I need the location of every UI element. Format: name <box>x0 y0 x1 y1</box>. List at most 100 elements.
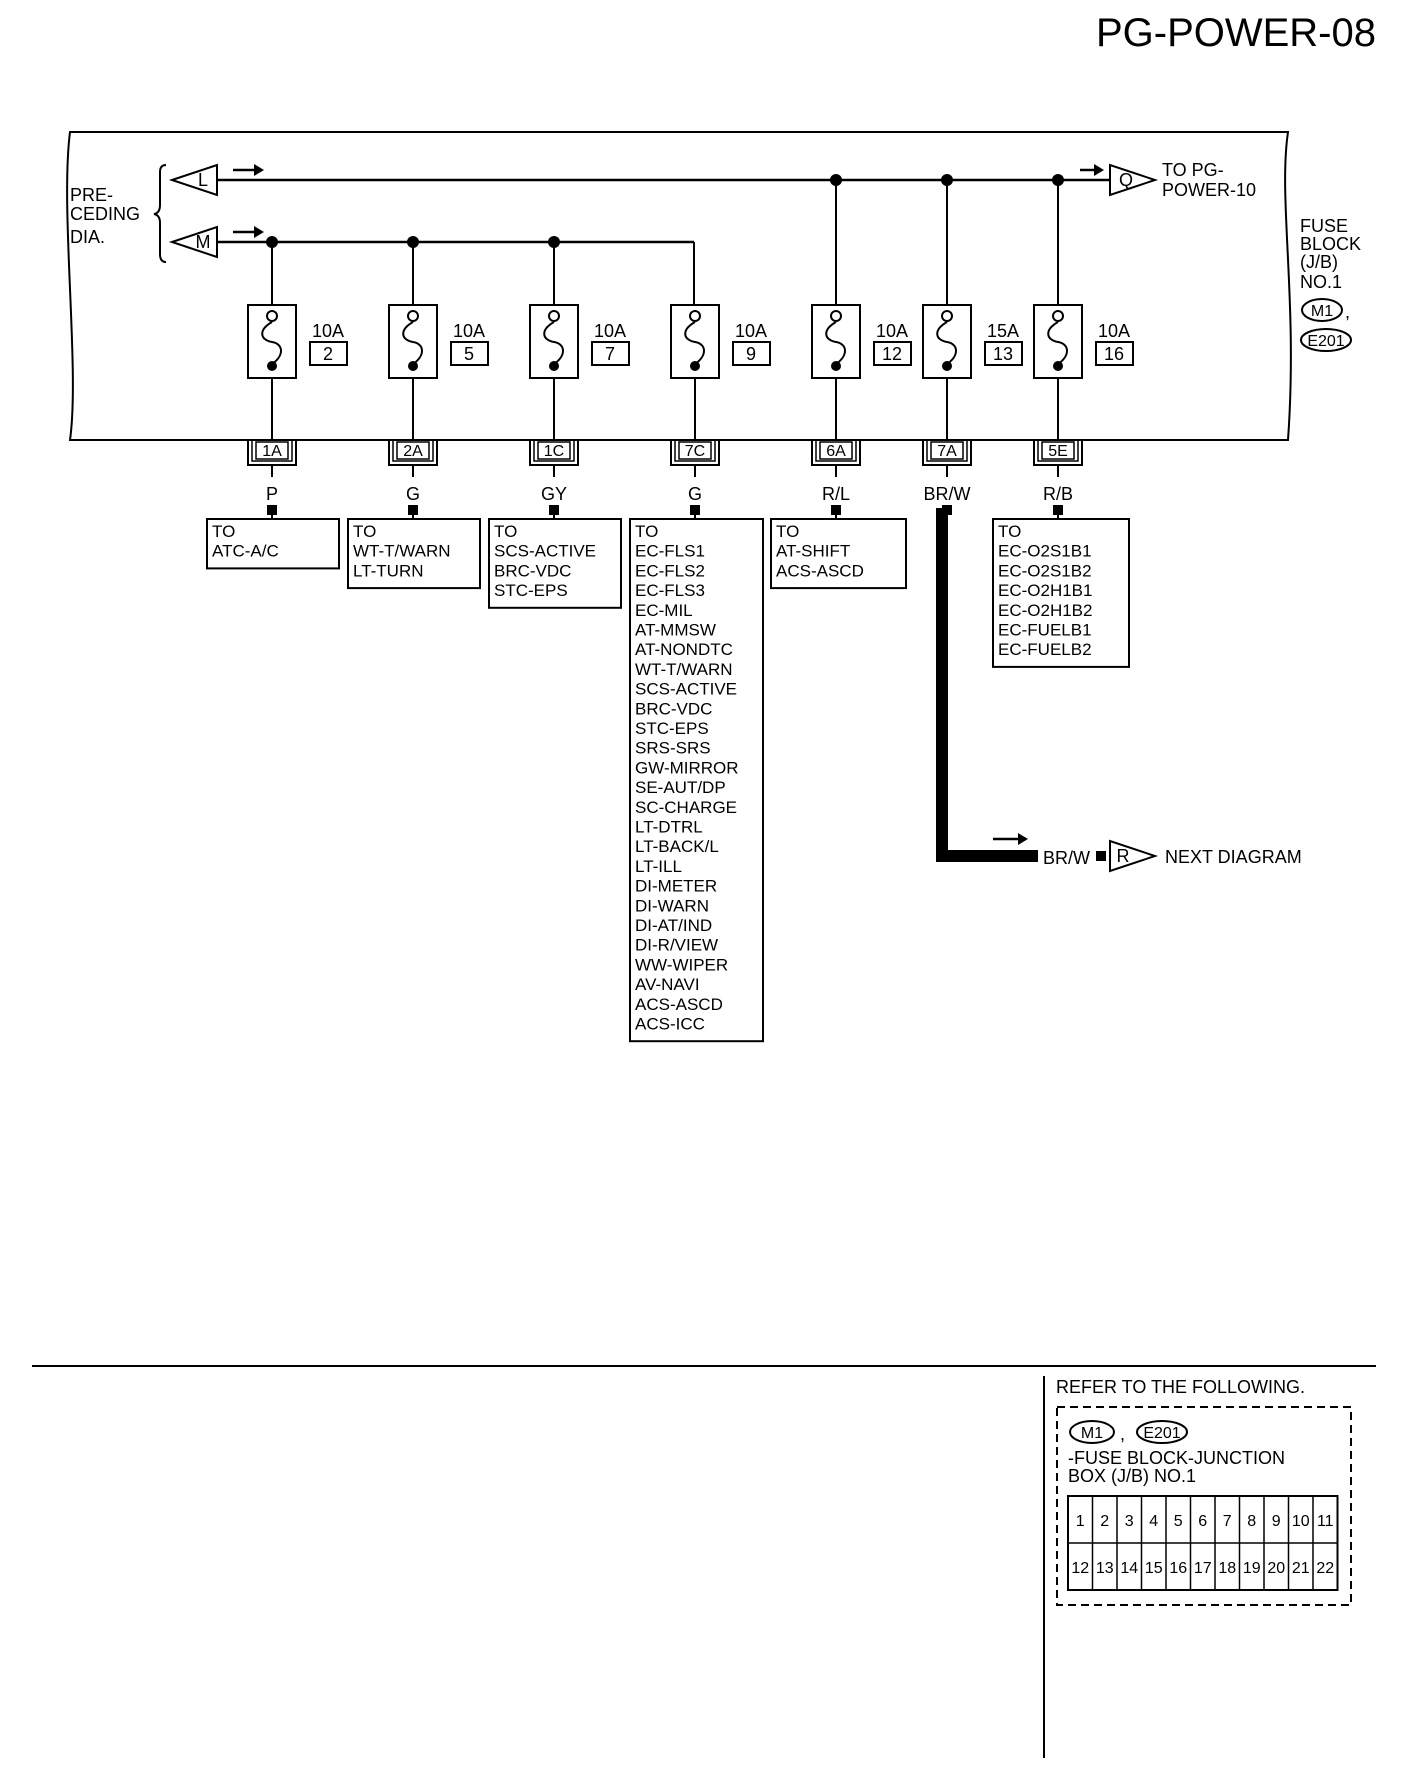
destination-item: LT-ILL <box>635 857 682 876</box>
fuse-icon <box>1047 321 1068 365</box>
fuse-icon <box>543 321 564 365</box>
destination-item: DI-METER <box>635 877 717 896</box>
fuse-icon <box>825 321 846 365</box>
wire-color: R/L <box>822 484 850 504</box>
terminal-housing-inner <box>674 441 716 462</box>
wire-terminal <box>690 505 700 515</box>
fuse-number: 12 <box>882 344 902 364</box>
terminal-box <box>396 441 430 460</box>
terminal-cell: 16 <box>1169 1560 1187 1577</box>
to-next-line: POWER-10 <box>1162 180 1256 200</box>
splice-dot <box>266 236 278 248</box>
destination-item: DI-WARN <box>635 896 709 915</box>
terminal-housing-inner <box>815 441 857 462</box>
terminal-housing-inner <box>1037 441 1079 462</box>
destination-item: EC-O2H1B1 <box>998 581 1092 600</box>
fuse-number-box <box>984 341 1023 366</box>
wire-color: P <box>266 484 278 504</box>
connector-q: Q <box>1109 163 1159 197</box>
destination-item: TO <box>635 522 658 541</box>
terminal-box <box>819 441 853 460</box>
fuse-number: 13 <box>993 344 1013 364</box>
fuse-bottom-contact <box>942 361 952 371</box>
fuse-number-box <box>591 341 630 366</box>
terminal-housing-inner <box>392 441 434 462</box>
splice-dot <box>830 174 842 186</box>
destination-item: ACS-ASCD <box>776 561 864 580</box>
terminal-cell: 22 <box>1316 1560 1334 1577</box>
fuse-bottom-contact <box>690 361 700 371</box>
fuse-column: 10A97CGTOEC-FLS1EC-FLS2EC-FLS3EC-MILAT-M… <box>629 304 771 1043</box>
destination-box <box>629 518 764 1043</box>
refer-connector-e201: E201 <box>1136 1420 1188 1444</box>
terminal-cell: 15 <box>1145 1560 1163 1577</box>
destination-item: TO <box>353 522 376 541</box>
terminal-housing-inner <box>926 441 968 462</box>
destination-item: AT-MMSW <box>635 621 716 640</box>
destination-item: EC-O2H1B2 <box>998 601 1092 620</box>
terminal-housing-inner <box>251 441 293 462</box>
destination-item: WW-WIPER <box>635 955 728 974</box>
wire-color: G <box>688 484 702 504</box>
wire-terminal <box>408 505 418 515</box>
refer-connector-m1: M1 <box>1069 1420 1115 1444</box>
preceding-brace <box>153 164 167 263</box>
fuse-top-contact <box>941 310 953 322</box>
terminal-cell: 18 <box>1218 1560 1236 1577</box>
connector-r-label: R <box>1117 846 1130 866</box>
destination-box <box>992 518 1130 668</box>
fuse-bottom-contact <box>831 361 841 371</box>
destination-item: SRS-SRS <box>635 739 711 758</box>
fuse-block-label: FUSE BLOCK (J/B) NO.1 <box>1300 216 1361 292</box>
terminal-cell: 7 <box>1223 1513 1232 1530</box>
destination-box <box>488 518 622 609</box>
destination-item: AT-SHIFT <box>776 542 850 561</box>
wire-color: BR/W <box>924 484 971 504</box>
fuse-icon <box>936 321 957 365</box>
separator-comma: , <box>1345 302 1350 322</box>
destination-item: EC-FLS2 <box>635 561 705 580</box>
terminal-cell: 19 <box>1243 1560 1261 1577</box>
fuse-bottom-contact <box>549 361 559 371</box>
wire-terminal <box>267 505 277 515</box>
fuse-block-line: FUSE <box>1300 216 1348 236</box>
separator-comma: , <box>1120 1424 1125 1444</box>
destination-box <box>347 518 481 590</box>
destination-item: LT-BACK/L <box>635 837 719 856</box>
fuse-number-box <box>732 341 771 366</box>
fuse-block-line: (J/B) <box>1300 252 1338 272</box>
connector-r: R <box>1109 839 1159 873</box>
terminal-cell: 1 <box>1076 1513 1085 1530</box>
flow-arrow-icon <box>1080 164 1104 176</box>
wire-terminal <box>1053 505 1063 515</box>
fuse-top-contact <box>407 310 419 322</box>
to-next-line: TO PG- <box>1162 160 1224 180</box>
block-connector-e201: E201 <box>1300 328 1352 352</box>
fuse-rating: 10A <box>1098 321 1130 341</box>
fuses: 10A21APTOATC-A/C10A52AGTOWT-T/WARNLT-TUR… <box>206 174 1134 1043</box>
wire-terminal <box>831 505 841 515</box>
fuse-number: 5 <box>464 344 474 364</box>
refer-connector-m1-label: M1 <box>1081 1425 1103 1442</box>
terminal-cell: 17 <box>1194 1560 1212 1577</box>
next-wire-color: BR/W <box>1043 848 1090 868</box>
destination-item: EC-FLS1 <box>635 542 705 561</box>
destination-item: ACS-ICC <box>635 1015 705 1034</box>
terminal-label: 7A <box>937 443 957 460</box>
terminal-label: 2A <box>403 443 423 460</box>
refer-title: REFER TO THE FOLLOWING. <box>1056 1377 1305 1397</box>
fuse-bottom-contact <box>408 361 418 371</box>
fuse-rating: 10A <box>735 321 767 341</box>
fuse-number: 2 <box>323 344 333 364</box>
fuse-rating: 10A <box>453 321 485 341</box>
connector-l-label: L <box>198 170 208 190</box>
terminal-cell: 11 <box>1317 1513 1334 1530</box>
fuse-rating: 10A <box>876 321 908 341</box>
destination-item: WT-T/WARN <box>353 542 451 561</box>
destination-box <box>206 518 340 570</box>
preceding-diagram-label: PRE- CEDING DIA. <box>70 185 140 247</box>
fuse-number: 7 <box>605 344 615 364</box>
